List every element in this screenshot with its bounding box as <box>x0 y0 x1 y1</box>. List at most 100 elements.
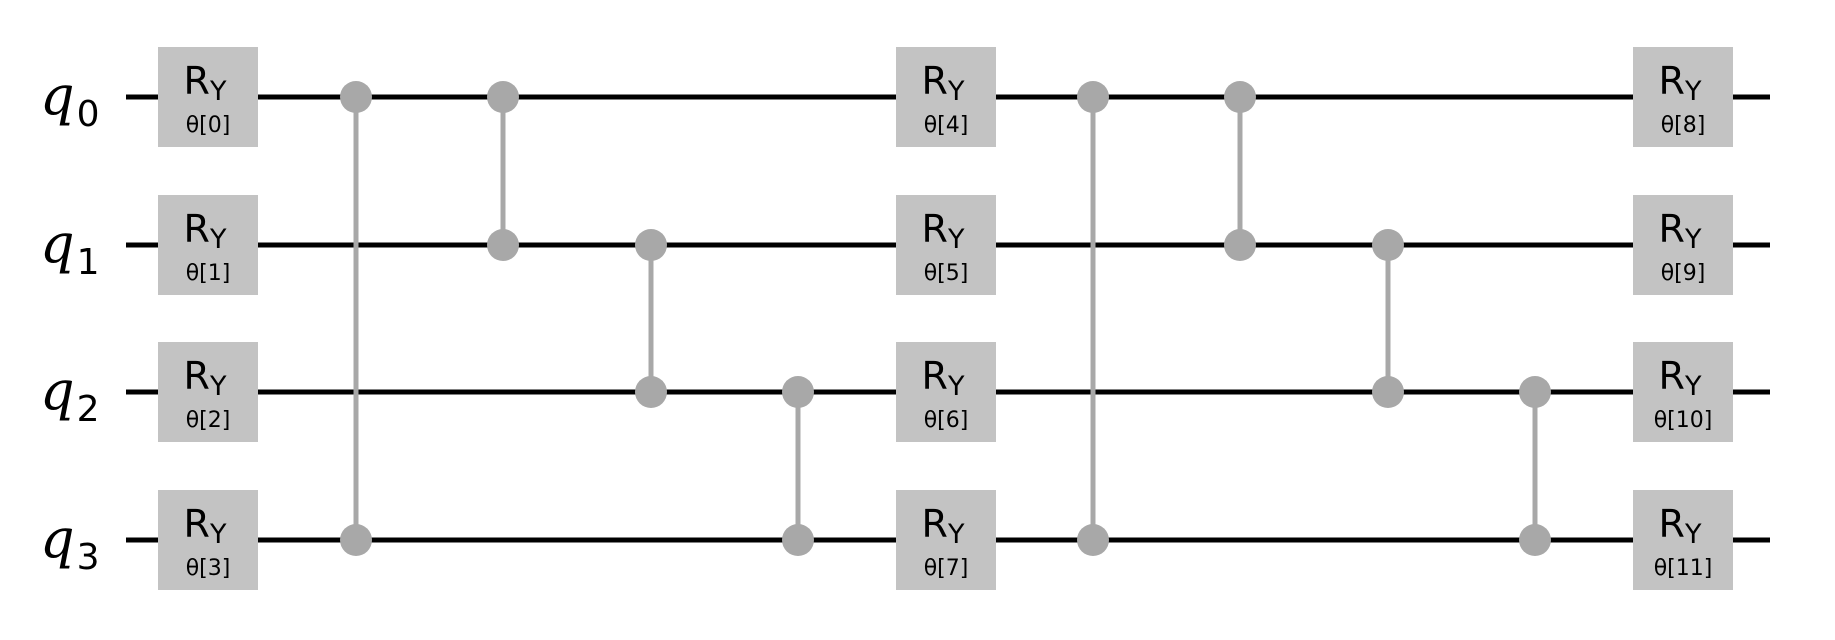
gate-name: RY <box>922 354 965 402</box>
cz-gate <box>635 229 667 408</box>
qubit-label-letter: q <box>40 507 75 570</box>
gate-name-letter: R <box>922 207 948 251</box>
cz-control-dot <box>487 229 519 261</box>
gate-box <box>896 490 996 590</box>
gate-name-sub: Y <box>209 519 227 550</box>
qubit-label-index: 2 <box>77 389 100 430</box>
cz-gates <box>340 81 1551 556</box>
gate-name: RY <box>1659 207 1702 255</box>
cz-control-dot <box>635 229 667 261</box>
gate-box <box>896 47 996 147</box>
gate-name-letter: R <box>184 207 210 251</box>
ry-gate: RYθ[2] <box>158 342 258 442</box>
gate-name-letter: R <box>922 354 948 398</box>
gate-param: θ[9] <box>1661 261 1706 286</box>
qubit-label-letter: q <box>40 64 75 127</box>
gate-box <box>1633 47 1733 147</box>
qubit-label-index: 0 <box>77 94 100 135</box>
gate-name: RY <box>1659 354 1702 402</box>
gate-name-letter: R <box>1659 207 1685 251</box>
cz-gate <box>782 376 814 556</box>
gate-name-sub: Y <box>1684 224 1702 255</box>
cz-control-dot <box>782 524 814 556</box>
gate-name-letter: R <box>184 354 210 398</box>
ry-gate: RY θ[4] <box>896 47 996 147</box>
qubit-label-letter: q <box>40 359 75 422</box>
gate-name-letter: R <box>1659 502 1685 546</box>
gate-box <box>158 195 258 295</box>
gate-box <box>158 342 258 442</box>
cz-control-dot <box>1519 376 1551 408</box>
cz-gate <box>1224 81 1256 261</box>
cz-control-dot <box>1224 81 1256 113</box>
gate-name-letter: R <box>1659 354 1685 398</box>
cz-control-dot <box>1519 524 1551 556</box>
gate-name-letter: R <box>922 502 948 546</box>
cz-gate <box>487 81 519 261</box>
gate-box <box>1633 195 1733 295</box>
gate-box <box>1633 342 1733 442</box>
gate-param: θ[1] <box>186 261 231 286</box>
gate-param: θ[3] <box>186 556 231 581</box>
gate-name: RY <box>1659 59 1702 107</box>
gate-param: θ[5] <box>924 261 969 286</box>
gate-param: θ[2] <box>186 408 231 433</box>
cz-gate <box>1519 376 1551 556</box>
gate-box <box>896 342 996 442</box>
qubit-label-0: q0 <box>40 64 99 135</box>
gate-name-sub: Y <box>947 224 965 255</box>
gate-name-sub: Y <box>1684 76 1702 107</box>
cz-control-dot <box>635 376 667 408</box>
gate-param: θ[4] <box>924 113 969 138</box>
qubit-label-1: q1 <box>40 212 99 283</box>
qubit-label-index: 3 <box>77 537 100 578</box>
gate-box <box>158 47 258 147</box>
qubit-label-index: 1 <box>77 242 100 283</box>
qubit-label-3: q3 <box>40 507 99 578</box>
qubit-wires <box>126 94 1770 543</box>
gate-name-sub: Y <box>1684 371 1702 402</box>
gate-name-letter: R <box>184 59 210 103</box>
gate-param: θ[10] <box>1654 408 1713 433</box>
cz-gate <box>1372 229 1404 408</box>
qubit-label-letter: q <box>40 212 75 275</box>
ry-gate: RYθ[10] <box>1633 342 1733 442</box>
gate-name-sub: Y <box>947 371 965 402</box>
cz-control-dot <box>340 81 372 113</box>
gate-name-sub: Y <box>1684 519 1702 550</box>
gate-name-sub: Y <box>947 519 965 550</box>
cz-gate <box>1077 81 1109 556</box>
cz-control-dot <box>487 81 519 113</box>
cz-gate <box>340 81 372 556</box>
ry-gate: RYθ[9] <box>1633 195 1733 295</box>
gate-name: RY <box>922 502 965 550</box>
gate-name-letter: R <box>184 502 210 546</box>
cz-control-dot <box>1077 524 1109 556</box>
gate-name: RY <box>184 502 227 550</box>
gate-name-sub: Y <box>947 76 965 107</box>
ry-gate: RYθ[5] <box>896 195 996 295</box>
ry-gate: RYθ[8] <box>1633 47 1733 147</box>
gate-box <box>158 490 258 590</box>
gate-name: RY <box>922 207 965 255</box>
ry-gate: RYθ[6] <box>896 342 996 442</box>
qubit-label-2: q2 <box>40 359 99 430</box>
cz-control-dot <box>782 376 814 408</box>
cz-control-dot <box>340 524 372 556</box>
ry-gate: RYθ[7] <box>896 490 996 590</box>
ry-gate: RYθ[3] <box>158 490 258 590</box>
gate-param: θ[8] <box>1661 113 1706 138</box>
gate-name-letter: R <box>1659 59 1685 103</box>
ry-gate: RYθ[11] <box>1633 490 1733 590</box>
gate-name-sub: Y <box>209 371 227 402</box>
gate-name-sub: Y <box>209 76 227 107</box>
gate-name: RY <box>184 207 227 255</box>
cz-control-dot <box>1372 229 1404 261</box>
gate-param: θ[11] <box>1654 556 1713 581</box>
gate-name: RY <box>922 59 965 107</box>
gate-param: θ[0] <box>186 113 231 138</box>
gate-name: RY <box>184 59 227 107</box>
ry-gates: RYθ[0]RYθ[1]RYθ[2]RYθ[3]RYθ[4]RYθ[5]RYθ[… <box>158 47 1733 590</box>
